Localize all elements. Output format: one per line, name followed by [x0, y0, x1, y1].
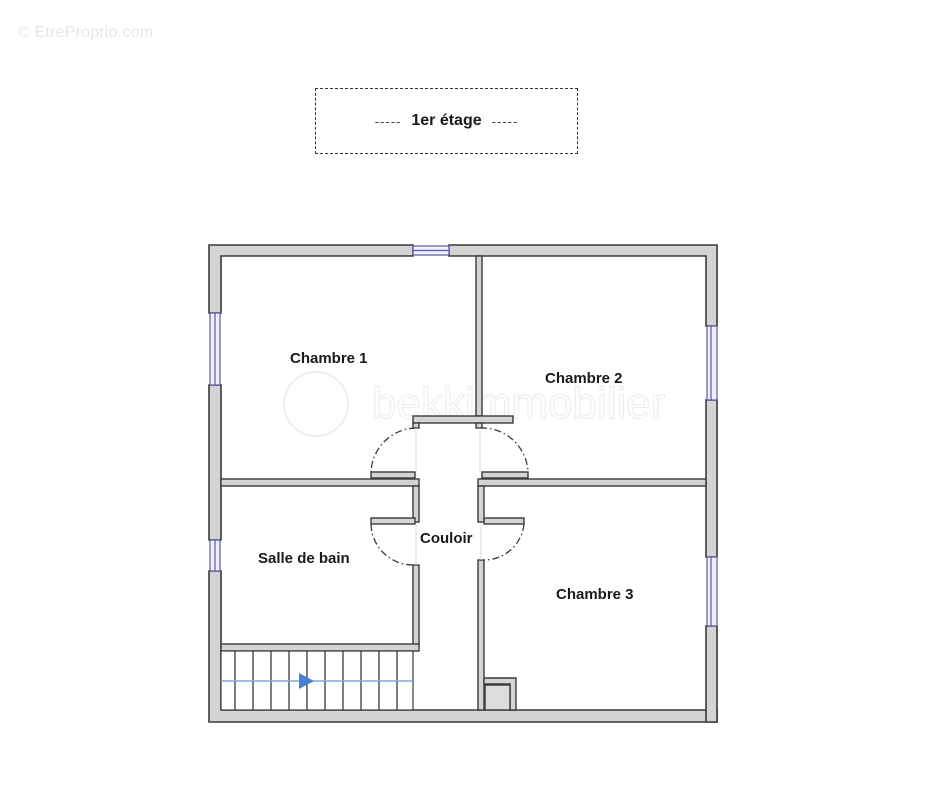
- wall-couloir-c3-lower: [477, 559, 485, 711]
- wall-right-bottom: [705, 625, 718, 723]
- wall-top-left: [208, 244, 414, 314]
- windows: [209, 245, 718, 627]
- floor-label: ----- 1er étage -----: [315, 88, 578, 154]
- room-label-couloir: Couloir: [420, 530, 473, 547]
- room-label-chambre-1: Chambre 1: [290, 350, 368, 367]
- door-swings: [370, 427, 529, 566]
- door-guides: [415, 428, 482, 565]
- door-leaf-c1: [370, 471, 416, 479]
- floor-label-dash-left: -----: [374, 113, 402, 129]
- room-label-chambre-2: Chambre 2: [545, 370, 623, 387]
- floor-label-dash-right: -----: [491, 113, 519, 129]
- wall-sdb-couloir-upper: [412, 485, 420, 523]
- wall-left-middle: [208, 384, 222, 541]
- wall-top-right: [448, 244, 718, 327]
- door-leaf-c3: [483, 517, 525, 525]
- wall-sdb-stairs: [220, 643, 420, 652]
- window-right-chambre3: [706, 556, 718, 627]
- door-swing-sdb: [370, 523, 414, 566]
- door-swing-chambre2: [479, 427, 529, 473]
- door-leaf-c2: [481, 471, 529, 479]
- room-label-chambre-3: Chambre 3: [556, 586, 634, 603]
- wall-c1-sdb: [220, 478, 420, 487]
- wall-stub-right: [475, 422, 483, 429]
- window-right-chambre2: [706, 325, 718, 401]
- stair-arrow-icon: [299, 673, 314, 689]
- staircase: [220, 650, 414, 711]
- room-label-salle-de-bain: Salle de bain: [258, 550, 350, 567]
- wall-sdb-couloir-lower: [412, 564, 420, 646]
- door-leaf-sdb: [370, 517, 416, 525]
- site-watermark: © EtreProprio.com: [18, 24, 154, 41]
- interior-walls: [220, 255, 707, 711]
- wall-right-middle: [705, 399, 718, 558]
- wall-couloir-c3-upper: [477, 485, 485, 523]
- wall-c2-c3: [477, 478, 707, 487]
- shaft: [484, 684, 511, 711]
- wall-corridor-top: [412, 415, 514, 424]
- floor-title: 1er étage: [411, 112, 482, 129]
- door-swing-chambre3: [483, 523, 525, 561]
- wall-stub-left: [412, 422, 420, 429]
- door-swing-chambre1: [370, 427, 417, 473]
- wall-c1-c2: [475, 255, 483, 417]
